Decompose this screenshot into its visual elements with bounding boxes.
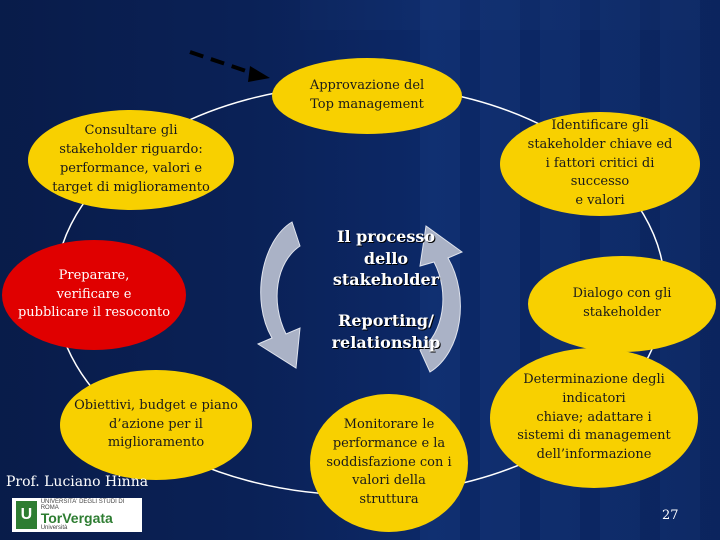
center-title: Il processo dello stakeholder xyxy=(332,227,440,290)
dashed-pointer-arrowhead xyxy=(248,66,270,82)
node-monitorare: Monitorare le performance e la soddisfaz… xyxy=(310,394,468,532)
node-monitorare-label: Monitorare le performance e la soddisfaz… xyxy=(326,416,452,508)
logo-university: UNIVERSITA' DEGLI STUDI DI ROMA xyxy=(40,499,125,511)
node-approvazione-label: Approvazione del Top management xyxy=(309,78,425,112)
node-determinazione: Determinazione degli indicatori chiave; … xyxy=(490,348,698,488)
node-obiettivi: Obiettivi, budget e piano d’azione per i… xyxy=(60,370,252,480)
author-name: Prof. Luciano Hinna xyxy=(6,474,149,490)
node-dialogo-label: Dialogo con gli stakeholder xyxy=(572,286,672,320)
center-subtitle: Reporting/ relationship xyxy=(331,311,441,352)
dashed-pointer-arrow xyxy=(189,50,256,76)
university-crest-icon: U xyxy=(16,501,37,529)
page-number: 27 xyxy=(662,508,679,523)
logo-sub: Università xyxy=(40,525,68,531)
cycle-arrow-right xyxy=(419,225,464,373)
logo-name: TorVergata xyxy=(40,510,113,526)
node-dialogo: Dialogo con gli stakeholder xyxy=(528,256,716,352)
cycle-arrow-left xyxy=(256,221,301,369)
node-preparare: Preparare, verificare e pubblicare il re… xyxy=(2,240,186,350)
university-logo: U UNIVERSITA' DEGLI STUDI DI ROMA TorVer… xyxy=(12,498,142,532)
node-identificare: Identificare gli stakeholder chiave ed i… xyxy=(500,112,700,216)
node-preparare-label: Preparare, verificare e pubblicare il re… xyxy=(17,267,171,321)
node-determinazione-label: Determinazione degli indicatori chiave; … xyxy=(517,371,671,463)
node-consultare: Consultare gli stakeholder riguardo: per… xyxy=(28,110,234,210)
node-approvazione: Approvazione del Top management xyxy=(272,58,462,134)
node-identificare-label: Identificare gli stakeholder chiave ed i… xyxy=(527,117,673,209)
node-obiettivi-label: Obiettivi, budget e piano d’azione per i… xyxy=(74,397,238,451)
node-consultare-label: Consultare gli stakeholder riguardo: per… xyxy=(52,123,210,195)
